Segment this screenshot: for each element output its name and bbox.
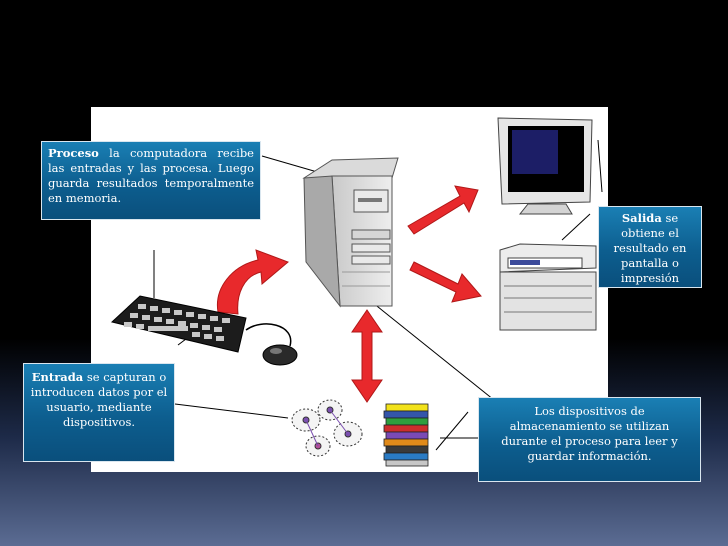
callout-proceso: Proceso la computadora recibe las entrad… (41, 141, 261, 220)
callout-entrada: Entrada se capturan o introducen datos p… (23, 363, 175, 462)
callout-almacenamiento: Los dispositivos de almacenamiento se ut… (478, 397, 701, 482)
arrow-keyboard-to-tower (216, 249, 289, 315)
callout-salida-text: se obtiene el resultado en pantalla o im… (613, 211, 687, 285)
arrow-tower-to-printer (409, 261, 482, 303)
arrow-tower-storage (351, 309, 383, 403)
monitor-icon (497, 117, 593, 215)
callout-proceso-title: Proceso (48, 146, 99, 160)
callout-salida-title: Salida (621, 211, 662, 225)
callout-entrada-text: se capturan o introducen datos por el us… (30, 370, 168, 429)
disk-storage-icon (291, 399, 363, 457)
printer-icon (499, 243, 597, 331)
arrow-tower-to-monitor (407, 185, 479, 235)
callout-entrada-title: Entrada (31, 370, 84, 384)
computer-tower-icon (302, 157, 399, 308)
diskette-stack-icon (383, 403, 429, 467)
mouse-icon (245, 323, 298, 366)
callout-salida: Salida se obtiene el resultado en pantal… (598, 206, 702, 288)
flow-arrows (216, 185, 482, 403)
callout-almacenamiento-text: Los dispositivos de almacenamiento se ut… (501, 404, 678, 463)
callout-proceso-text: la computadora recibe las entradas y las… (48, 146, 254, 205)
keyboard-icon (110, 295, 247, 353)
